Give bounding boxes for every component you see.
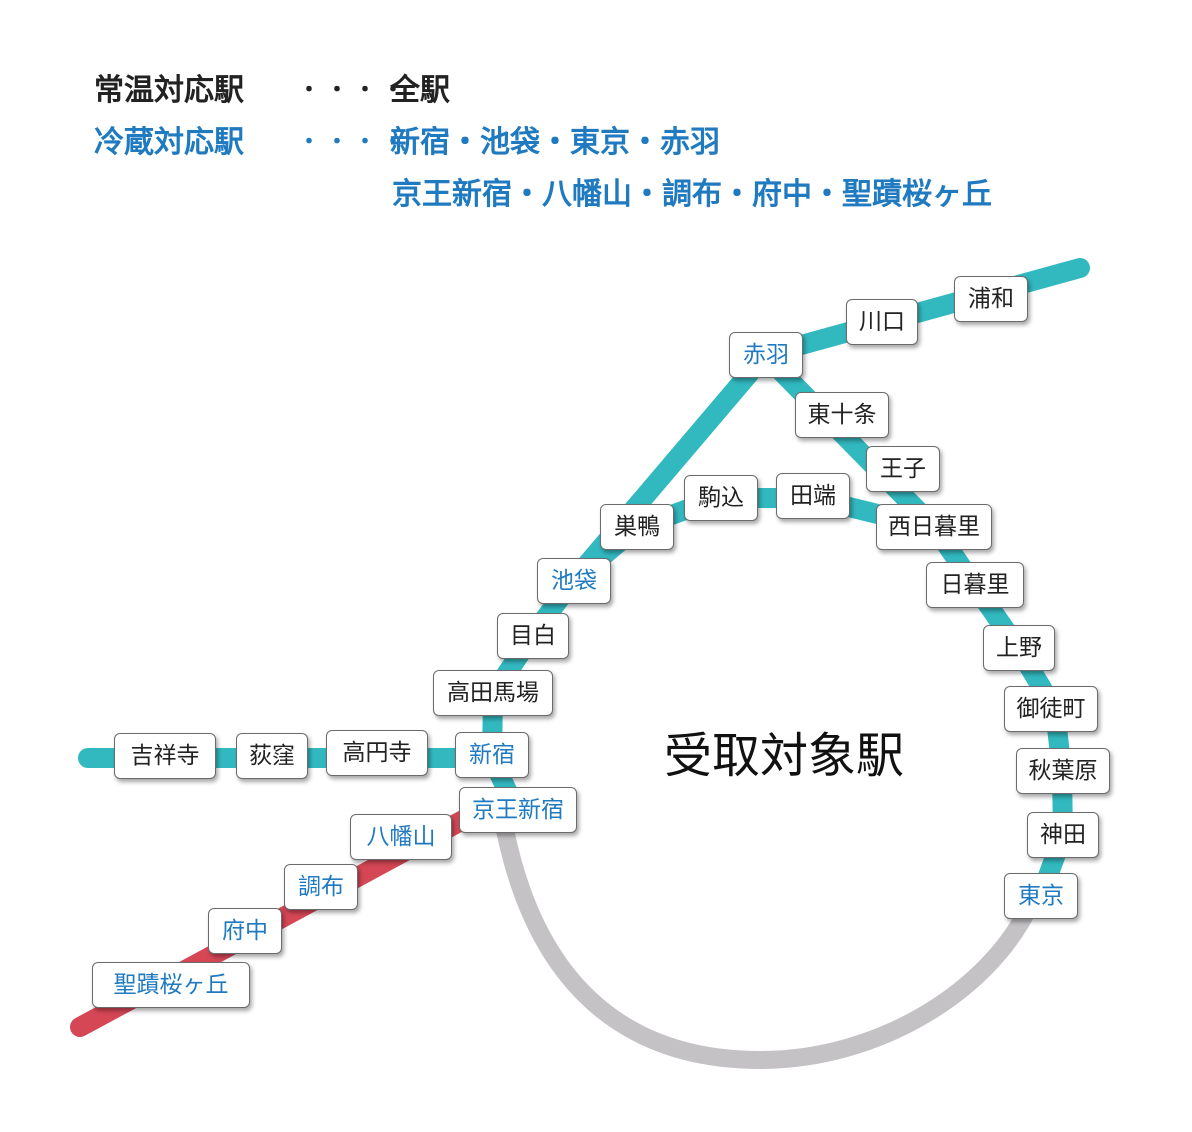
station-mejiro[interactable]: 目白 bbox=[497, 613, 569, 659]
station-higashi-jujo[interactable]: 東十条 bbox=[795, 392, 889, 438]
station-seiseki-sakuragaoka[interactable]: 聖蹟桜ヶ丘 bbox=[92, 962, 250, 1008]
station-nippori[interactable]: 日暮里 bbox=[926, 562, 1024, 608]
station-shinjuku[interactable]: 新宿 bbox=[455, 732, 529, 778]
legend-room-temp-value: 全駅 bbox=[390, 73, 450, 108]
station-hachimanyama[interactable]: 八幡山 bbox=[350, 814, 452, 860]
station-urawa[interactable]: 浦和 bbox=[954, 276, 1028, 322]
legend-refrigerated-label: 冷蔵対応駅 bbox=[94, 125, 244, 160]
station-kanda[interactable]: 神田 bbox=[1027, 812, 1099, 858]
station-ikebukuro[interactable]: 池袋 bbox=[537, 558, 611, 604]
keihin-tohoku-north-line bbox=[755, 258, 1090, 365]
station-nishi-nippori[interactable]: 西日暮里 bbox=[876, 504, 992, 550]
legend-refrigerated-line2: 京王新宿・八幡山・調布・府中・聖蹟桜ヶ丘 bbox=[392, 177, 992, 212]
station-fuchu[interactable]: 府中 bbox=[208, 908, 282, 954]
station-kawaguchi[interactable]: 川口 bbox=[846, 299, 918, 345]
station-sugamo[interactable]: 巣鴨 bbox=[600, 504, 674, 550]
legend-room-temp-label: 常温対応駅 bbox=[94, 73, 244, 108]
station-tokyo[interactable]: 東京 bbox=[1004, 873, 1078, 919]
legend-room-temp-dots: ・・・・ bbox=[298, 78, 411, 103]
station-koenji[interactable]: 高円寺 bbox=[326, 730, 428, 776]
station-akabane[interactable]: 赤羽 bbox=[729, 332, 803, 378]
station-keio-shinjuku[interactable]: 京王新宿 bbox=[459, 787, 577, 833]
station-takadanobaba[interactable]: 高田馬場 bbox=[433, 670, 553, 716]
legend-refrigerated-dots: ・・・・ bbox=[298, 130, 411, 155]
other-line bbox=[496, 821, 1039, 1070]
station-oji[interactable]: 王子 bbox=[866, 446, 940, 492]
station-kichijoji[interactable]: 吉祥寺 bbox=[114, 733, 216, 779]
akabane-nishinippori-line bbox=[755, 345, 945, 538]
legend: 常温対応駅 ・・・・ 全駅 冷蔵対応駅 ・・・・ 新宿・池袋・東京・赤羽 京王新… bbox=[0, 0, 1192, 230]
station-okachimachi[interactable]: 御徒町 bbox=[1004, 686, 1098, 732]
station-ueno[interactable]: 上野 bbox=[983, 625, 1055, 671]
legend-refrigerated-line1: 新宿・池袋・東京・赤羽 bbox=[390, 125, 720, 160]
station-ogikubo[interactable]: 荻窪 bbox=[236, 733, 308, 779]
station-chofu[interactable]: 調布 bbox=[284, 864, 358, 910]
station-komagome[interactable]: 駒込 bbox=[684, 475, 758, 521]
station-akihabara[interactable]: 秋葉原 bbox=[1016, 748, 1110, 794]
center-label: 受取対象駅 bbox=[664, 728, 905, 784]
station-tabata[interactable]: 田端 bbox=[776, 473, 850, 519]
